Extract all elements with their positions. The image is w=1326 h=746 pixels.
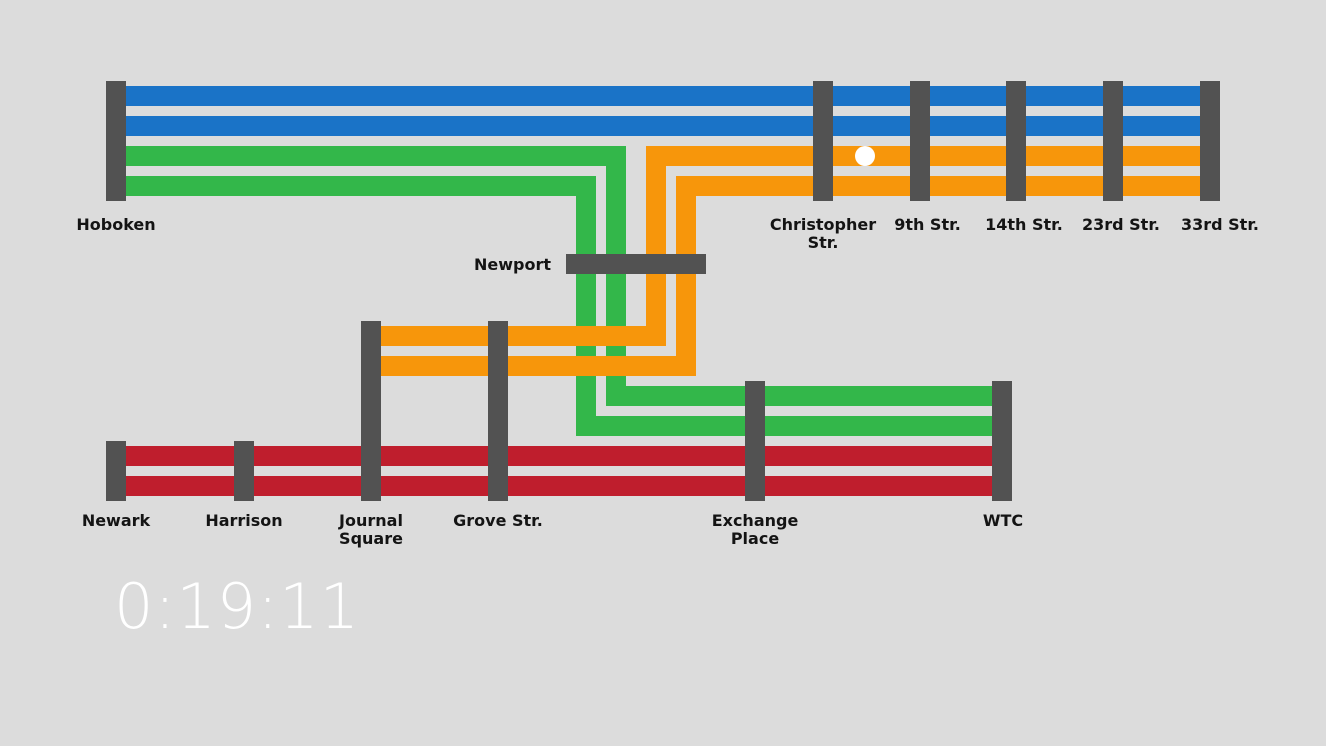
elapsed-timer: 0:19:11 <box>114 570 361 643</box>
station-bar-exchange-place[interactable] <box>745 381 765 501</box>
station-bar-newark[interactable] <box>106 441 126 501</box>
train-marker[interactable] <box>855 146 875 166</box>
blue-route <box>116 86 1210 136</box>
orange-route <box>371 146 1210 376</box>
orange-track-2 <box>371 176 1210 376</box>
station-bar-23rd[interactable] <box>1103 81 1123 201</box>
station-label-14th: 14th Str. <box>985 215 1063 234</box>
station-bar-journal-square[interactable] <box>361 321 381 501</box>
station-bar-hoboken[interactable] <box>106 81 126 201</box>
station-label-journal-square: Journal Square <box>339 511 403 548</box>
station-label-grove: Grove Str. <box>453 511 543 530</box>
station-label-newport: Newport <box>474 255 552 274</box>
station-bar-9th[interactable] <box>910 81 930 201</box>
station-bar-14th[interactable] <box>1006 81 1026 201</box>
green-track-outer <box>116 146 1002 406</box>
station-label-33rd: 33rd Str. <box>1180 215 1260 234</box>
station-label-christopher: Christopher Str. <box>769 215 877 252</box>
station-label-exchange-place: Exchange Place <box>711 511 799 548</box>
station-label-wtc: WTC <box>982 511 1024 530</box>
green-route <box>116 146 1002 436</box>
station-label-23rd: 23rd Str. <box>1081 215 1161 234</box>
station-bar-christopher[interactable] <box>813 81 833 201</box>
station-bars <box>106 81 1220 501</box>
station-label-hoboken: Hoboken <box>76 215 156 234</box>
station-bar-harrison[interactable] <box>234 441 254 501</box>
station-bar-wtc[interactable] <box>992 381 1012 501</box>
station-label-newark: Newark <box>81 511 151 530</box>
station-bar-newport[interactable] <box>566 254 706 274</box>
station-label-9th: 9th Str. <box>894 215 961 234</box>
station-bar-grove[interactable] <box>488 321 508 501</box>
green-track-inner <box>116 176 1002 436</box>
orange-track-1 <box>371 146 1210 346</box>
red-route <box>116 446 1002 496</box>
station-bar-33rd[interactable] <box>1200 81 1220 201</box>
station-label-harrison: Harrison <box>205 511 283 530</box>
